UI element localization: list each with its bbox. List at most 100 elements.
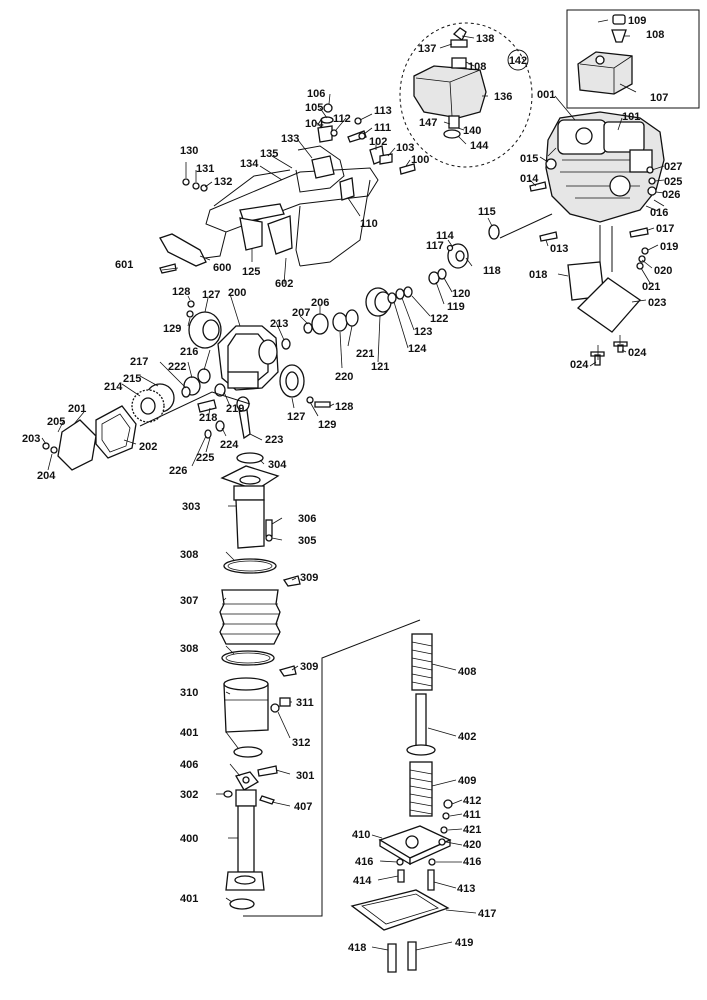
label-216: 216 (180, 346, 198, 358)
label-140: 140 (463, 125, 481, 137)
label-407: 407 (294, 801, 312, 813)
label-223: 223 (265, 434, 283, 446)
part-120 (437, 268, 447, 280)
part-125 (239, 217, 263, 251)
part-137-cap (450, 27, 468, 48)
part-136 (413, 65, 487, 119)
label-416a: 416 (355, 856, 373, 868)
label-420: 420 (463, 839, 481, 851)
label-136: 136 (494, 91, 512, 103)
part-117 (446, 244, 454, 252)
label-128b: 128 (335, 401, 353, 413)
label-207: 207 (292, 307, 310, 319)
part-100 (399, 163, 416, 175)
part-026 (647, 186, 657, 196)
part-108-inset (611, 29, 627, 43)
label-402: 402 (458, 731, 476, 743)
label-107: 107 (650, 92, 668, 104)
part-127a (188, 311, 222, 349)
label-121: 121 (371, 361, 389, 373)
label-129b: 129 (318, 419, 336, 431)
part-416a (396, 858, 404, 866)
part-201 (57, 419, 97, 471)
part-024b (613, 341, 628, 353)
part-labels: 001 101 015 014 027 025 026 016 017 013 … (22, 15, 682, 954)
label-312: 312 (292, 737, 310, 749)
part-419 (407, 941, 417, 971)
part-200-crankcase (217, 325, 279, 391)
part-128b (314, 401, 331, 408)
label-219: 219 (226, 403, 244, 415)
label-024b: 024 (628, 347, 647, 359)
part-310 (223, 677, 269, 733)
fuel-tank-callout-circle (399, 22, 533, 168)
label-202: 202 (139, 441, 157, 453)
label-220: 220 (335, 371, 353, 383)
label-200: 200 (228, 287, 246, 299)
part-103 (379, 153, 393, 165)
part-410-plate (378, 825, 452, 866)
part-400-piston-rod (225, 789, 265, 891)
label-128a: 128 (172, 286, 190, 298)
label-115: 115 (478, 206, 496, 218)
part-129b (306, 396, 314, 404)
label-110: 110 (360, 218, 378, 230)
part-025 (648, 177, 656, 185)
label-109: 109 (628, 15, 646, 27)
part-412 (443, 799, 453, 809)
label-131: 131 (196, 163, 214, 175)
label-113: 113 (374, 105, 392, 117)
label-001: 001 (537, 89, 555, 101)
label-401a: 401 (180, 727, 198, 739)
part-220 (332, 312, 348, 332)
part-213 (281, 338, 291, 350)
label-111: 111 (374, 122, 391, 134)
part-127b (279, 364, 305, 398)
label-118: 118 (483, 265, 501, 277)
part-408-spring (411, 633, 433, 691)
label-120: 120 (452, 288, 470, 300)
part-203 (42, 442, 50, 450)
label-308a: 308 (180, 549, 198, 561)
part-413 (427, 869, 435, 891)
label-601: 601 (115, 259, 133, 271)
part-019 (641, 247, 649, 255)
label-108a: 108 (646, 29, 664, 41)
leader-lines (41, 19, 665, 951)
inset-box (566, 9, 700, 109)
label-015: 015 (520, 153, 538, 165)
label-125: 125 (242, 266, 260, 278)
part-110-bracket (339, 177, 355, 201)
label-400: 400 (180, 833, 198, 845)
part-128a (187, 300, 195, 308)
label-409: 409 (458, 775, 476, 787)
label-206: 206 (311, 297, 329, 309)
label-104: 104 (305, 118, 324, 130)
label-023: 023 (648, 297, 666, 309)
part-217 (181, 386, 191, 398)
part-134 (311, 155, 335, 179)
label-416b: 416 (463, 856, 481, 868)
part-115 (488, 224, 500, 240)
label-108b: 108 (468, 61, 486, 73)
label-129a: 129 (163, 323, 181, 335)
label-127a: 127 (202, 289, 220, 301)
part-122 (403, 286, 413, 298)
part-219-ring (214, 383, 226, 397)
label-602: 602 (275, 278, 293, 290)
label-101: 101 (622, 111, 640, 123)
label-417: 417 (478, 908, 496, 920)
label-309a: 309 (300, 572, 318, 584)
part-401b (229, 898, 255, 910)
part-304 (236, 452, 264, 464)
label-137: 137 (418, 43, 436, 55)
label-013: 013 (550, 243, 568, 255)
label-222: 222 (168, 361, 186, 373)
part-421 (440, 826, 448, 834)
part-309a (282, 575, 301, 587)
label-306: 306 (298, 513, 316, 525)
part-221 (345, 309, 359, 327)
part-108-tank (451, 57, 467, 69)
part-131 (192, 182, 200, 190)
